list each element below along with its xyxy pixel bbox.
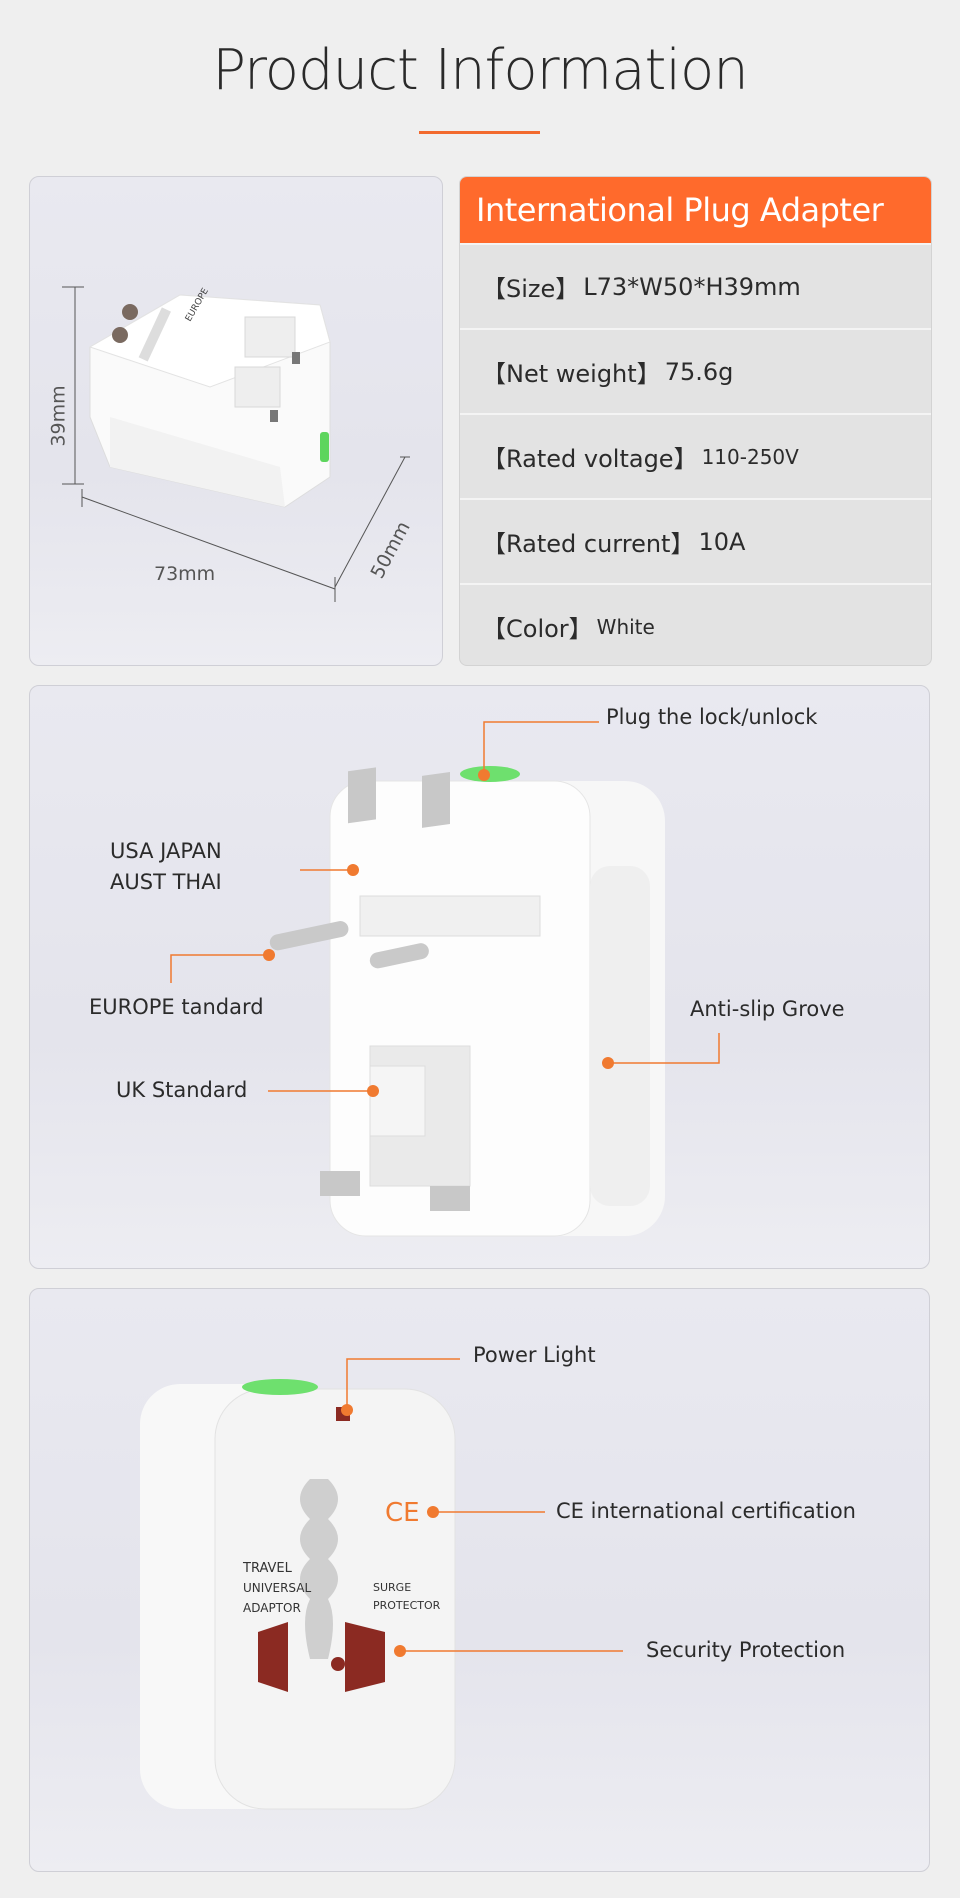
callout-europe: EUROPE tandard <box>89 995 264 1019</box>
callout-usa-line1: USA JAPAN <box>110 839 222 863</box>
callout-power-light: Power Light <box>473 1343 596 1367</box>
spec-label: 【Size】 <box>482 275 580 303</box>
dimensions-image-panel: EUROPE 39mm 73mm 50mm <box>29 176 443 666</box>
ce-mark: CE <box>385 1498 420 1528</box>
spec-value: 110-250V <box>701 444 799 469</box>
callout-dot <box>602 1057 614 1069</box>
spec-value: 75.6g <box>664 357 734 386</box>
spec-label: 【Rated voltage】 <box>482 445 698 473</box>
callout-dot <box>478 769 490 781</box>
callout-lock: Plug the lock/unlock <box>606 705 818 729</box>
spec-row-weight: 【Net weight】75.6g <box>460 328 931 413</box>
callout-dot <box>427 1506 439 1518</box>
page-title: Product Information <box>212 38 749 103</box>
spec-value: White <box>596 614 655 639</box>
front-image-panel: CE TRAVEL UNIVERSAL ADAPTOR SURGE PROTEC… <box>29 1288 930 1872</box>
print-travel: TRAVEL <box>242 1561 293 1576</box>
adapter-front-illustration: CE TRAVEL UNIVERSAL ADAPTOR SURGE PROTEC… <box>140 1379 456 1810</box>
spec-label: 【Rated current】 <box>482 530 695 558</box>
callout-dot <box>263 949 275 961</box>
callout-dot <box>341 1404 353 1416</box>
adapter-back-illustration <box>269 766 665 1237</box>
callout-usa-line2: AUST THAI <box>110 870 222 894</box>
spec-label: 【Net weight】 <box>482 360 661 388</box>
callout-dot <box>367 1085 379 1097</box>
spec-value: 10A <box>698 527 746 556</box>
spec-row-voltage: 【Rated voltage】110-250V <box>460 413 931 498</box>
spec-table: International Plug Adapter 【Size】L73*W50… <box>459 176 932 666</box>
callout-ce: CE international certification <box>556 1499 856 1523</box>
spec-value: L73*W50*H39mm <box>583 272 801 301</box>
callout-uk: UK Standard <box>116 1078 248 1102</box>
callout-antislip: Anti-slip Grove <box>690 997 845 1021</box>
spec-table-title: International Plug Adapter <box>460 177 931 243</box>
spec-row-size: 【Size】L73*W50*H39mm <box>460 243 931 328</box>
adapter-dimension-illustration: EUROPE <box>62 286 410 602</box>
print-surge: SURGE <box>373 1581 411 1594</box>
spec-row-color: 【Color】White <box>460 583 931 665</box>
print-protector: PROTECTOR <box>373 1599 441 1612</box>
callout-security: Security Protection <box>646 1638 846 1662</box>
title-divider <box>419 131 540 134</box>
callout-dot <box>347 864 359 876</box>
spec-row-current: 【Rated current】10A <box>460 498 931 583</box>
spec-label: 【Color】 <box>482 615 593 643</box>
print-universal: UNIVERSAL <box>243 1581 311 1595</box>
features-image-panel <box>29 685 930 1269</box>
print-adaptor: ADAPTOR <box>243 1601 301 1615</box>
callout-dot <box>394 1645 406 1657</box>
length-dimension-label: 73mm <box>154 563 216 585</box>
